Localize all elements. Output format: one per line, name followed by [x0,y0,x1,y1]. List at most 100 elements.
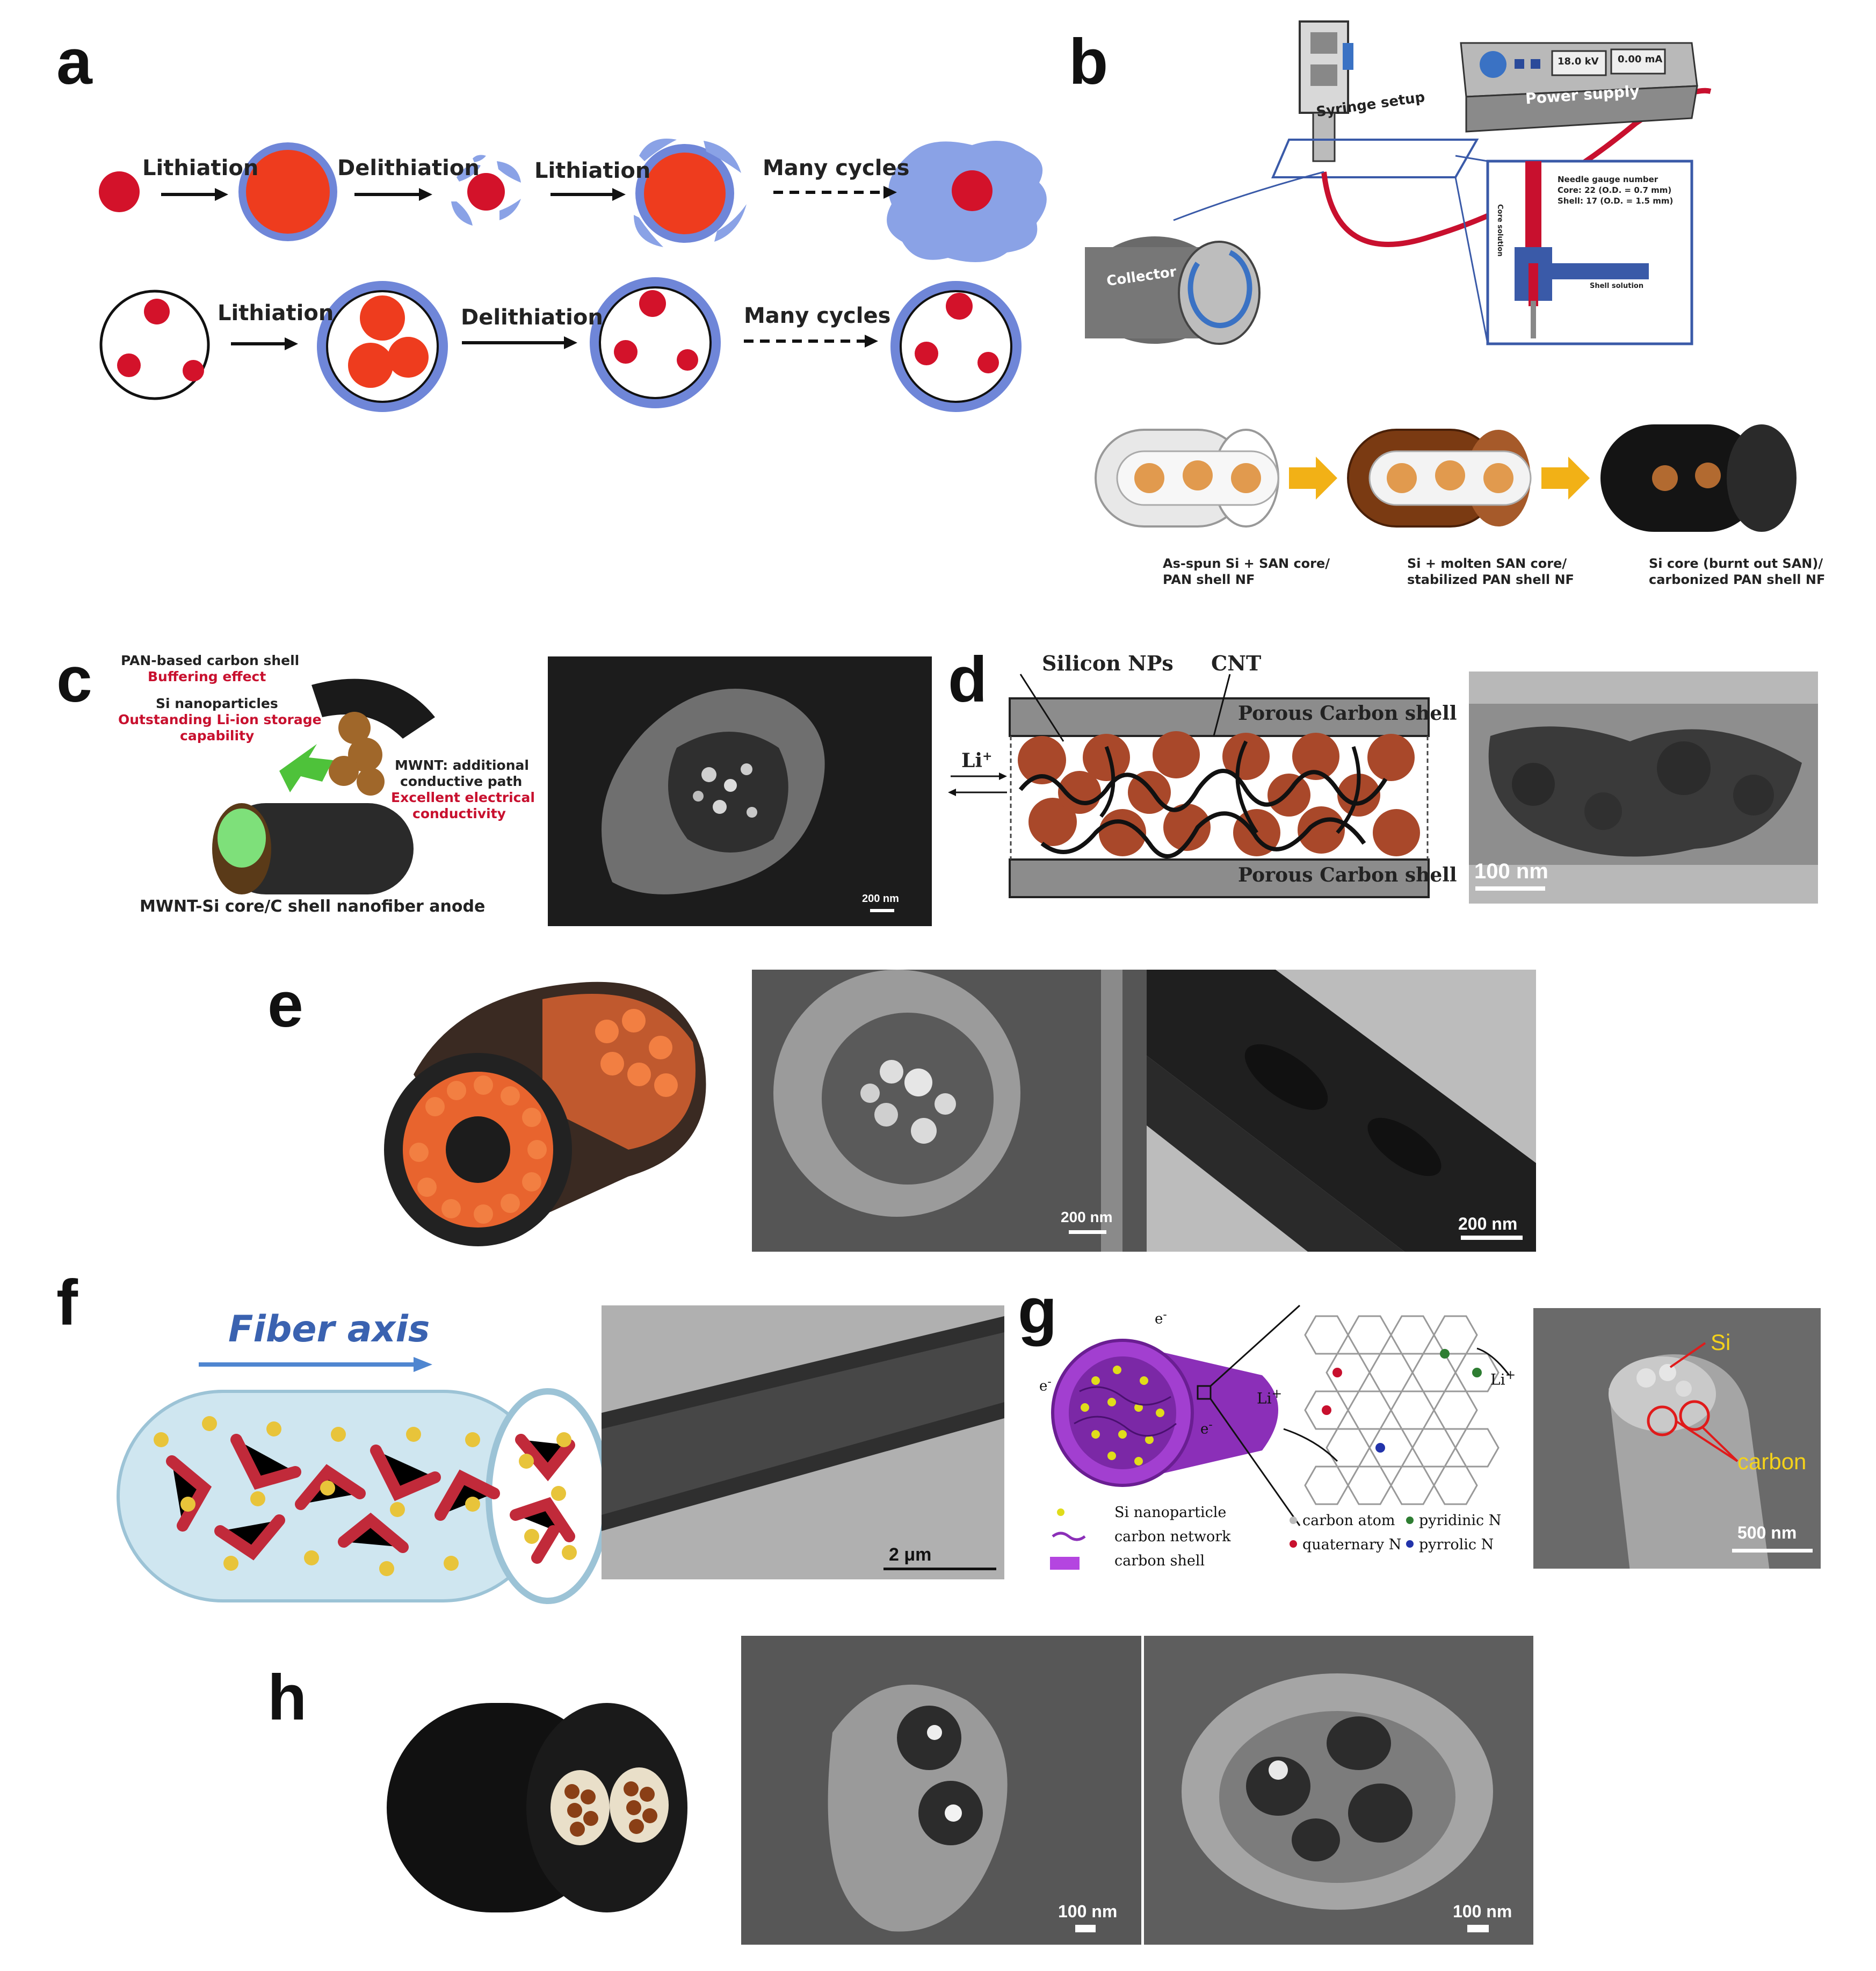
shell-solution-label: Shell solution [1590,282,1644,290]
g-e-sup-2: - [1047,1375,1052,1389]
d-li-text: Li [961,749,982,772]
g-scale-text: 500 nm [1737,1523,1797,1542]
delithiated-particle [467,173,505,211]
h-scale-right-text: 100 nm [1453,1902,1512,1921]
g-legend-si: Si nanoparticle [1114,1504,1227,1521]
label-delithiation-row2: Delithiation [461,305,603,330]
c-scale-bar [870,909,894,912]
f-fiber-schematic [117,1357,610,1604]
h-scale-left-bar [1075,1925,1096,1932]
e-sem-image: 200 nm [752,970,1147,1252]
g-label-si: Si [1711,1330,1731,1355]
h-sem-image-right: 100 nm [1144,1636,1533,1945]
g-scale-bar [1732,1549,1813,1553]
d-li-label: Li+ [961,749,992,772]
g-label-carbon: carbon [1737,1449,1807,1474]
g-e-text-3: e [1200,1421,1209,1438]
f-fiber-axis-label: Fiber axis [228,1308,430,1351]
d-li-sup: + [982,749,993,763]
e-tem-scale-text: 200 nm [1458,1214,1518,1233]
panel-letter-f: f [56,1267,78,1339]
g-sem-image: Si carbon 500 nm [1533,1308,1821,1569]
panel-letter-d: d [948,644,988,716]
panel-letter-e: e [267,969,303,1041]
h-sem-image-left: 100 nm [741,1636,1141,1945]
g-legend-shell: carbon shell [1114,1553,1205,1569]
c-shell-effect: Buffering effect [148,669,266,684]
panel-letter-b: b [1069,26,1109,98]
e-tem-image: 200 nm [1147,970,1536,1252]
fabrication-steps [1095,424,1797,532]
g-legend-pyrrolic: pyrrolic N [1419,1536,1494,1553]
label-many-cycles-row2: Many cycles [744,304,891,328]
d-cnt-label: CNT [1211,651,1262,675]
label-many-cycles-1: Many cycles [763,156,910,181]
f-tem-image: 2 μm [602,1305,1004,1579]
c-mwnt-2: conductive path [400,774,523,789]
panel-letter-c: c [56,644,92,716]
c-mwnt-3: Excellent electrical [391,790,535,805]
d-tem-image: 100 nm [1469,672,1818,904]
h-multichannel-schematic [387,1703,687,1912]
g-e-sup-3: - [1208,1418,1213,1432]
g-electron-top: e- [1155,1308,1167,1327]
electrospinning-setup [1085,20,1712,345]
g-li-sup-2: + [1505,1367,1516,1382]
d-shell-top-label: Porous Carbon shell [1238,702,1457,725]
c-shell-label: PAN-based carbon shell [121,653,300,668]
g-li-sup-1: + [1271,1386,1283,1401]
h-scale-right-bar [1467,1925,1489,1932]
label-lithiation-1: Lithiation [142,156,259,181]
mwnt-si-schematic [212,678,435,894]
c-sem-image: 200 nm [548,656,932,926]
step2-label-2: stabilized PAN shell NF [1407,572,1574,587]
step3-label-1: Si core (burnt out SAN)/ [1649,556,1823,571]
e-sem-scale-bar [1069,1230,1106,1234]
needle-gauge-title: Needle gauge number [1558,175,1658,184]
g-electron-left: e- [1039,1375,1052,1395]
step2-label-1: Si + molten SAN core/ [1407,556,1567,571]
g-e-text-2: e [1039,1378,1048,1395]
cnt-si-schematic [948,674,1430,898]
label-lithiation-2: Lithiation [534,158,651,183]
needle-shell-spec: Shell: 17 (O.D. = 1.5 mm) [1558,196,1674,206]
label-lithiation-row2: Lithiation [218,301,334,326]
f-scale-text: 2 μm [889,1544,932,1565]
g-electron-right: e- [1200,1418,1213,1438]
label-delithiation-1: Delithiation [337,156,480,181]
g-li-text-2: Li [1490,1370,1505,1389]
d-shell-bottom-label: Porous Carbon shell [1238,864,1457,886]
graphene-lattice [1304,1315,1500,1505]
step3-label-2: carbonized PAN shell NF [1649,572,1826,587]
g-fiber-schematic [1050,1304,1510,1570]
panel-letter-a: a [56,26,92,98]
g-e-sup-1: - [1163,1308,1167,1322]
g-legend-network: carbon network [1114,1528,1231,1545]
g-legend-pyridinic: pyridinic N [1419,1512,1502,1529]
panel-letter-h: h [267,1662,307,1734]
c-si-label: Si nanoparticles [156,696,278,711]
c-mwnt-4: conductivity [412,806,506,821]
g-li-text-1: Li [1257,1389,1272,1407]
g-li-left: Li+ [1257,1386,1282,1407]
step1-label-2: PAN shell NF [1163,572,1255,587]
e-tem-scale-bar [1461,1236,1523,1240]
c-caption: MWNT-Si core/C shell nanofiber anode [140,897,486,916]
c-scale-text: 200 nm [862,893,899,905]
hollow-core-shell-schematic [384,981,706,1246]
panel-letter-g: g [1018,1275,1057,1347]
d-silicon-label: Silicon NPs [1042,651,1174,675]
d-scale-text: 100 nm [1474,860,1548,883]
core-solution-label: Core solution [1496,204,1504,257]
needle-core-spec: Core: 22 (O.D. = 0.7 mm) [1558,185,1672,195]
d-scale-bar [1475,886,1545,891]
g-legend-quaternary: quaternary N [1302,1536,1402,1553]
f-scale-bar [883,1568,996,1570]
g-e-text-1: e [1155,1311,1163,1327]
si-particle [99,171,140,212]
step1-label-1: As-spun Si + SAN core/ [1163,556,1330,571]
e-sem-scale-text: 200 nm [1061,1209,1113,1225]
g-li-right: Li+ [1490,1367,1516,1388]
voltage-readout: 18.0 kV [1558,56,1599,67]
g-legend-carbon-atom: carbon atom [1302,1512,1395,1529]
